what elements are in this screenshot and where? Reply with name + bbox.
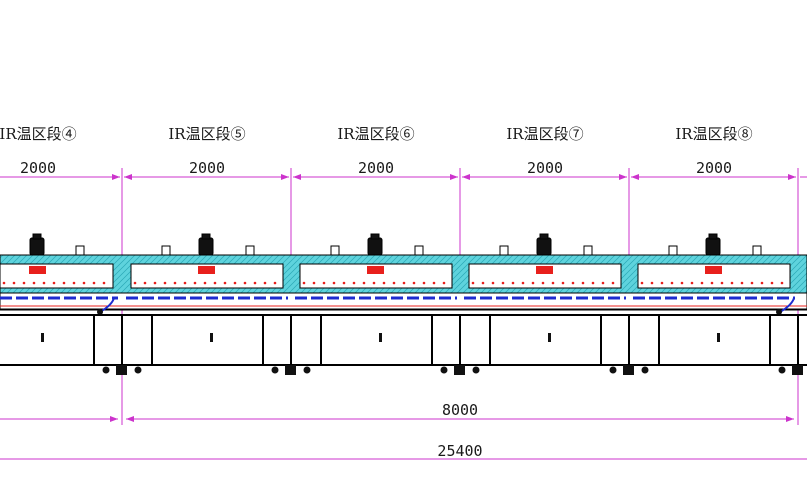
- heater-dot: [62, 281, 66, 285]
- zone-dimension-7: 2000: [527, 159, 563, 177]
- heater-dot: [32, 281, 36, 285]
- heater-dot: [581, 281, 585, 285]
- heater-dot: [173, 281, 177, 285]
- heater-dot: [243, 281, 247, 285]
- heater-dot: [491, 281, 495, 285]
- heater-dot: [253, 281, 257, 285]
- heater-dot: [332, 281, 336, 285]
- cabinet-base: [0, 314, 807, 366]
- heater-dot: [442, 281, 446, 285]
- heater-dot: [521, 281, 525, 285]
- heater-dot: [551, 281, 555, 285]
- heater-dot: [740, 281, 744, 285]
- heater-dot: [302, 281, 306, 285]
- heater-dot: [402, 281, 406, 285]
- casters: [102, 365, 803, 375]
- zone-label-7: IR温区段⑦: [506, 125, 583, 143]
- heater-dot: [183, 281, 187, 285]
- heater-dot: [511, 281, 515, 285]
- heater-dot: [531, 281, 535, 285]
- heater-dot: [263, 281, 267, 285]
- heater-dot: [133, 281, 137, 285]
- zone-label-8: IR温区段⑧: [675, 125, 752, 143]
- zone-dimension-8: 2000: [696, 159, 732, 177]
- heater-dot: [392, 281, 396, 285]
- heater-dot: [650, 281, 654, 285]
- zone-dimension-5: 2000: [189, 159, 225, 177]
- heater-dot: [22, 281, 26, 285]
- heater-dot: [2, 281, 6, 285]
- heater-dot: [571, 281, 575, 285]
- heater-dot: [680, 281, 684, 285]
- heater-dot: [322, 281, 326, 285]
- heater-dot: [163, 281, 167, 285]
- zone-label-5: IR温区段⑤: [168, 125, 245, 143]
- heater-dot: [760, 281, 764, 285]
- heater-dot: [730, 281, 734, 285]
- zone-dimension-6: 2000: [358, 159, 394, 177]
- heater-dot: [750, 281, 754, 285]
- heater-dot: [640, 281, 644, 285]
- heater-dot: [720, 281, 724, 285]
- heater-dot: [193, 281, 197, 285]
- heater-dot: [780, 281, 784, 285]
- top-fittings: [75, 245, 762, 256]
- heater-dot: [591, 281, 595, 285]
- heater-dot: [72, 281, 76, 285]
- heater-dot: [670, 281, 674, 285]
- heater-dot: [273, 281, 277, 285]
- heater-dot: [352, 281, 356, 285]
- heater-dot: [422, 281, 426, 285]
- heater-dot: [372, 281, 376, 285]
- heater-dot: [690, 281, 694, 285]
- heater-dot: [382, 281, 386, 285]
- section-dimension: 8000: [0, 401, 794, 422]
- heater-dot: [710, 281, 714, 285]
- section-dimension-text: 8000: [442, 401, 478, 419]
- heater-dot: [561, 281, 565, 285]
- door-handles: [41, 333, 720, 342]
- heater-dot: [312, 281, 316, 285]
- heater-dot: [412, 281, 416, 285]
- heater-dot: [92, 281, 96, 285]
- heater-dot: [52, 281, 56, 285]
- heater-dot: [102, 281, 106, 285]
- heater-dot: [42, 281, 46, 285]
- heater-dot: [432, 281, 436, 285]
- heater-blocks: [29, 266, 722, 274]
- heater-dot: [223, 281, 227, 285]
- zone-label-6: IR温区段⑥: [337, 125, 414, 143]
- total-dimension: 25400: [0, 442, 807, 460]
- heater-dot: [12, 281, 16, 285]
- zone-labels: IR温区段④ IR温区段⑤ IR温区段⑥ IR温区段⑦ IR温区段⑧: [0, 125, 753, 143]
- heater-dot: [770, 281, 774, 285]
- heater-dot: [342, 281, 346, 285]
- heater-dot: [601, 281, 605, 285]
- heater-dot: [501, 281, 505, 285]
- zone-dimension-4: 2000: [20, 159, 56, 177]
- heater-dot: [700, 281, 704, 285]
- total-dimension-text: 25400: [437, 442, 482, 460]
- heater-dot: [203, 281, 207, 285]
- heater-dot: [541, 281, 545, 285]
- heater-dot: [143, 281, 147, 285]
- heater-dot: [82, 281, 86, 285]
- heater-dot: [471, 281, 475, 285]
- heater-dot: [611, 281, 615, 285]
- heater-dot: [213, 281, 217, 285]
- conveyor: [0, 292, 807, 315]
- heater-dot: [362, 281, 366, 285]
- exhaust-motors: [29, 233, 721, 256]
- zone-label-4: IR温区段④: [0, 125, 77, 143]
- oven-hood: [0, 254, 807, 294]
- heater-dot: [660, 281, 664, 285]
- heater-dot: [233, 281, 237, 285]
- heater-dot: [153, 281, 157, 285]
- heater-dot: [481, 281, 485, 285]
- zone-dimension-texts: 2000 2000 2000 2000 2000: [20, 159, 732, 177]
